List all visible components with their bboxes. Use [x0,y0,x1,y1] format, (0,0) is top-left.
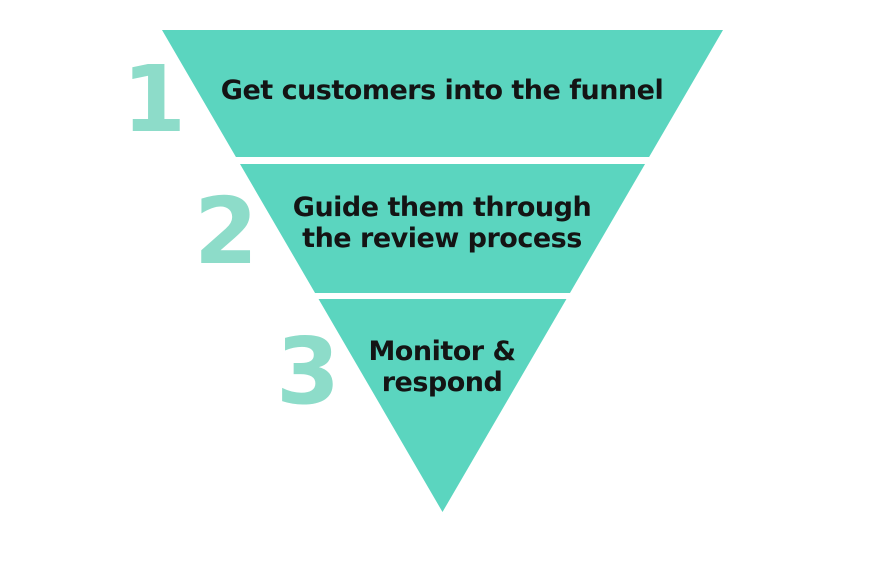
step-label-3-line-1: Monitor & [368,336,516,367]
step-label-2-line-2: the review process [302,223,582,254]
funnel-segment-1 [162,30,723,157]
step-number-1: 1 [122,46,186,153]
step-label-2: Guide them through the review process [292,192,592,254]
step-number-3: 3 [276,318,340,425]
step-label-3-line-2: respond [381,367,503,398]
step-label-3: Monitor & respond [368,336,516,398]
step-label-2-line-1: Guide them through [292,192,592,223]
step-label-1: Get customers into the funnel [220,75,664,106]
funnel-segment-3 [162,299,723,512]
step-number-2: 2 [194,178,258,285]
step-label-1-line-1: Get customers into the funnel [220,75,664,106]
